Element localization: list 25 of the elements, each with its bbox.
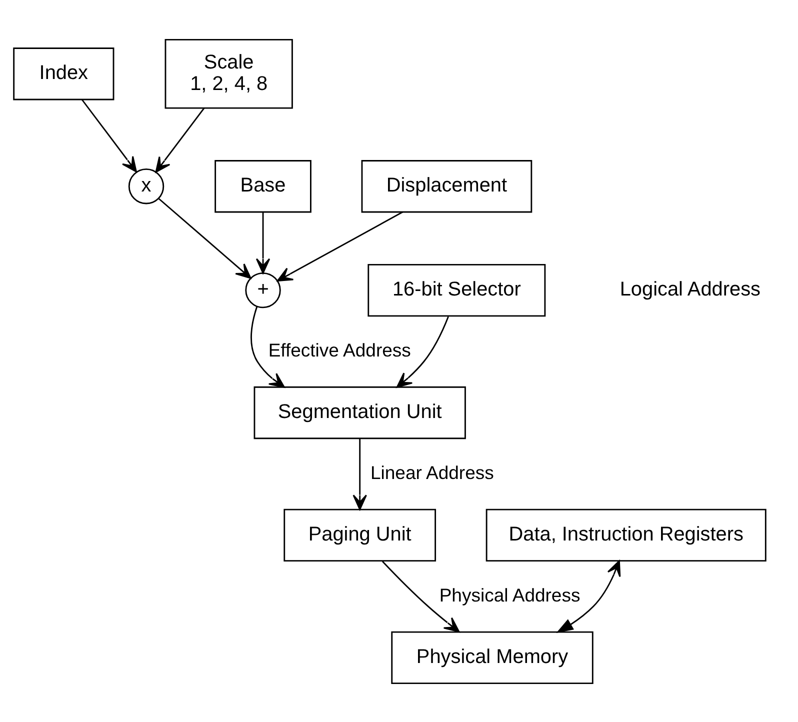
arrow (81, 98, 137, 172)
edge-label: Physical Address (439, 584, 580, 605)
node-box: Scale 1, 2, 4, 8 (164, 38, 293, 108)
label: Logical Address (620, 278, 761, 300)
node-box: Segmentation Unit (254, 386, 466, 439)
node-box: Base (214, 160, 312, 212)
node-circle: x (128, 168, 164, 204)
arrow (155, 107, 205, 172)
edge-label: Effective Address (268, 338, 411, 360)
node-box: Physical Memory (391, 630, 594, 684)
node-box: Paging Unit (284, 508, 436, 562)
node-box: Displacement (361, 160, 532, 212)
arrow (352, 438, 367, 510)
arrow (382, 560, 460, 632)
node-circle: + (245, 272, 281, 308)
node-box: Index (13, 47, 114, 100)
node-box: Data, Instruction Registers (486, 508, 766, 562)
arrow (256, 212, 270, 274)
arrow (250, 306, 285, 388)
arrow (556, 560, 621, 632)
node-box: 16-bit Selector (368, 263, 546, 316)
arrow (396, 316, 449, 388)
arrow (158, 198, 252, 278)
arrow (276, 210, 404, 282)
edge-label: Linear Address (370, 461, 494, 482)
